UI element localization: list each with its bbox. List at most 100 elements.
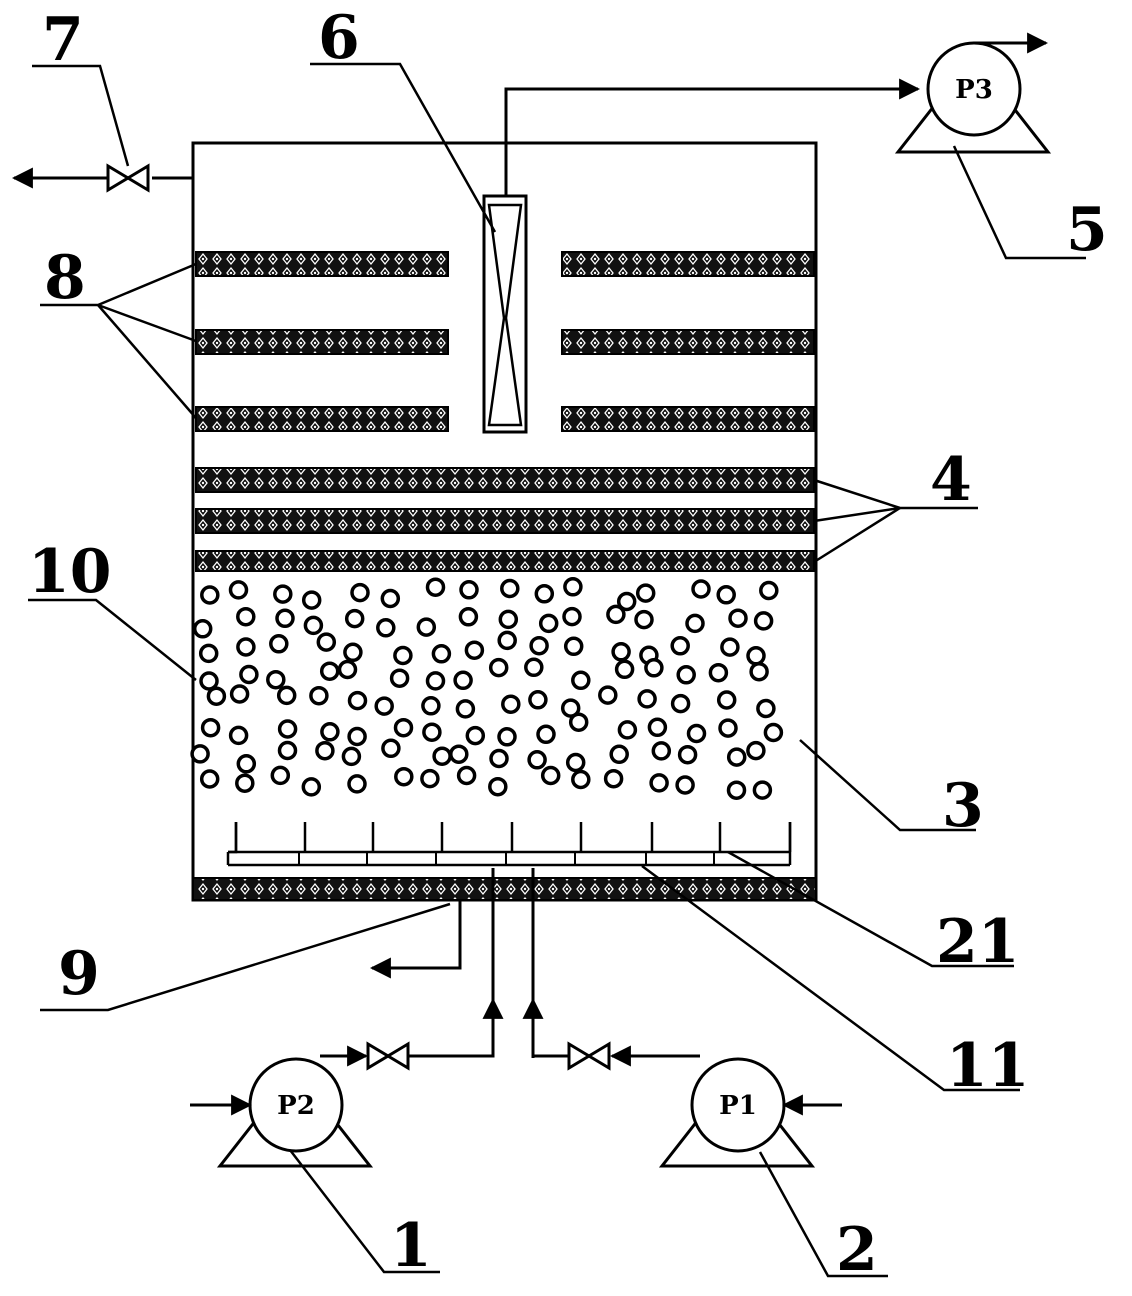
- carrier-particle: [422, 722, 442, 742]
- carrier-particle: [425, 671, 446, 691]
- carrier-particle: [416, 617, 437, 637]
- carrier-particle: [347, 690, 368, 711]
- carrier-particle: [347, 726, 367, 747]
- carrier-particle: [670, 636, 690, 656]
- label-1: 1: [390, 1211, 432, 1281]
- carrier-particle: [759, 580, 779, 601]
- carrier-particle: [726, 747, 747, 767]
- carrier-particle: [431, 644, 452, 664]
- carrier-particle: [563, 636, 584, 657]
- carrier-particle: [432, 746, 452, 766]
- carrier-particle: [206, 686, 227, 706]
- valve-p1-icon[interactable]: [567, 1041, 592, 1071]
- carrier-particle: [637, 689, 657, 709]
- carrier-particle: [301, 777, 322, 797]
- pump-p3[interactable]: P3: [894, 32, 1052, 154]
- carrier-particle: [598, 685, 618, 705]
- carrier-particle: [228, 725, 249, 746]
- label-9: 9: [58, 939, 100, 1009]
- carrier-particle: [374, 696, 394, 716]
- carrier-particle: [635, 583, 656, 603]
- carrier-particle: [563, 577, 583, 597]
- carrier-particle: [565, 752, 586, 773]
- carrier-particle: [497, 630, 517, 651]
- drain-outlet: [369, 900, 462, 979]
- filter-layer-3: [195, 550, 815, 572]
- carrier-particle: [749, 661, 769, 682]
- carrier-particle: [458, 607, 479, 627]
- carrier-particle: [746, 646, 766, 666]
- carrier-particle: [239, 664, 259, 685]
- carrier-particle: [420, 768, 440, 789]
- carrier-particle: [691, 579, 711, 599]
- carrier-particles: [190, 577, 784, 800]
- carrier-particle: [273, 584, 293, 604]
- leader-lines: [28, 62, 1086, 1278]
- carrier-particle: [527, 750, 547, 770]
- carrier-particle: [752, 780, 773, 800]
- label-21: 21: [936, 907, 1020, 977]
- pump-p1[interactable]: P1: [658, 1057, 842, 1168]
- carrier-particle: [488, 776, 508, 797]
- filter-layers: [195, 467, 815, 572]
- carrier-particle: [200, 717, 221, 738]
- carrier-particle: [534, 584, 555, 604]
- carrier-particle: [236, 754, 257, 774]
- carrier-particle: [686, 723, 707, 744]
- carrier-particle: [380, 588, 401, 609]
- carrier-particle: [455, 699, 476, 719]
- carrier-particle: [266, 669, 286, 690]
- carrier-particle: [756, 698, 776, 719]
- pump-p3-label: P3: [955, 75, 993, 105]
- carrier-particle: [763, 722, 784, 743]
- label-2: 2: [836, 1215, 878, 1285]
- pump-p2[interactable]: P2: [190, 1057, 374, 1168]
- baffle-left-2: [195, 329, 449, 355]
- carrier-particle: [200, 585, 220, 605]
- carrier-particle: [611, 642, 631, 662]
- baffle-right-1: [561, 251, 815, 277]
- carrier-particle: [393, 645, 413, 666]
- carrier-particle: [453, 670, 473, 691]
- label-6: 6: [318, 3, 360, 73]
- carrier-particle: [560, 698, 581, 718]
- carrier-particle: [685, 613, 705, 634]
- carrier-particle: [498, 609, 519, 630]
- baffle-right-2: [561, 329, 815, 355]
- carrier-particle: [562, 606, 582, 627]
- baffle-left-1: [195, 251, 449, 277]
- carrier-particle: [192, 619, 213, 639]
- carrier-particle: [708, 662, 729, 683]
- carrier-particle: [540, 765, 561, 786]
- carrier-particle: [320, 722, 340, 742]
- carrier-particle: [319, 661, 340, 681]
- carrier-particle: [393, 717, 414, 738]
- carrier-particle: [676, 665, 696, 685]
- carrier-particle: [277, 740, 298, 761]
- carrier-particle: [677, 744, 698, 765]
- carrier-particle: [389, 668, 410, 688]
- carrier-particle: [614, 659, 635, 680]
- carrier-particle: [571, 670, 591, 691]
- carrier-particle: [337, 659, 358, 680]
- pump-p1-label: P1: [719, 1091, 757, 1121]
- carrier-particle: [301, 590, 322, 610]
- valve-7-icon[interactable]: [106, 163, 131, 193]
- label-3: 3: [942, 771, 984, 841]
- carrier-particle: [500, 578, 520, 599]
- carrier-particle: [381, 738, 401, 759]
- carrier-particle: [343, 642, 363, 663]
- carrier-particle: [728, 608, 748, 628]
- carrier-particle: [675, 775, 695, 795]
- carrier-particle: [350, 582, 370, 603]
- pump-p2-line: [320, 1041, 495, 1071]
- carrier-particle: [303, 615, 324, 636]
- carrier-particle: [199, 769, 220, 789]
- bottom-plate: [192, 877, 817, 901]
- valve-p2-icon[interactable]: [366, 1041, 391, 1071]
- carrier-particle: [236, 606, 256, 627]
- outlet-tube: [482, 78, 921, 434]
- carrier-particle: [394, 766, 414, 787]
- carrier-particle: [538, 613, 559, 634]
